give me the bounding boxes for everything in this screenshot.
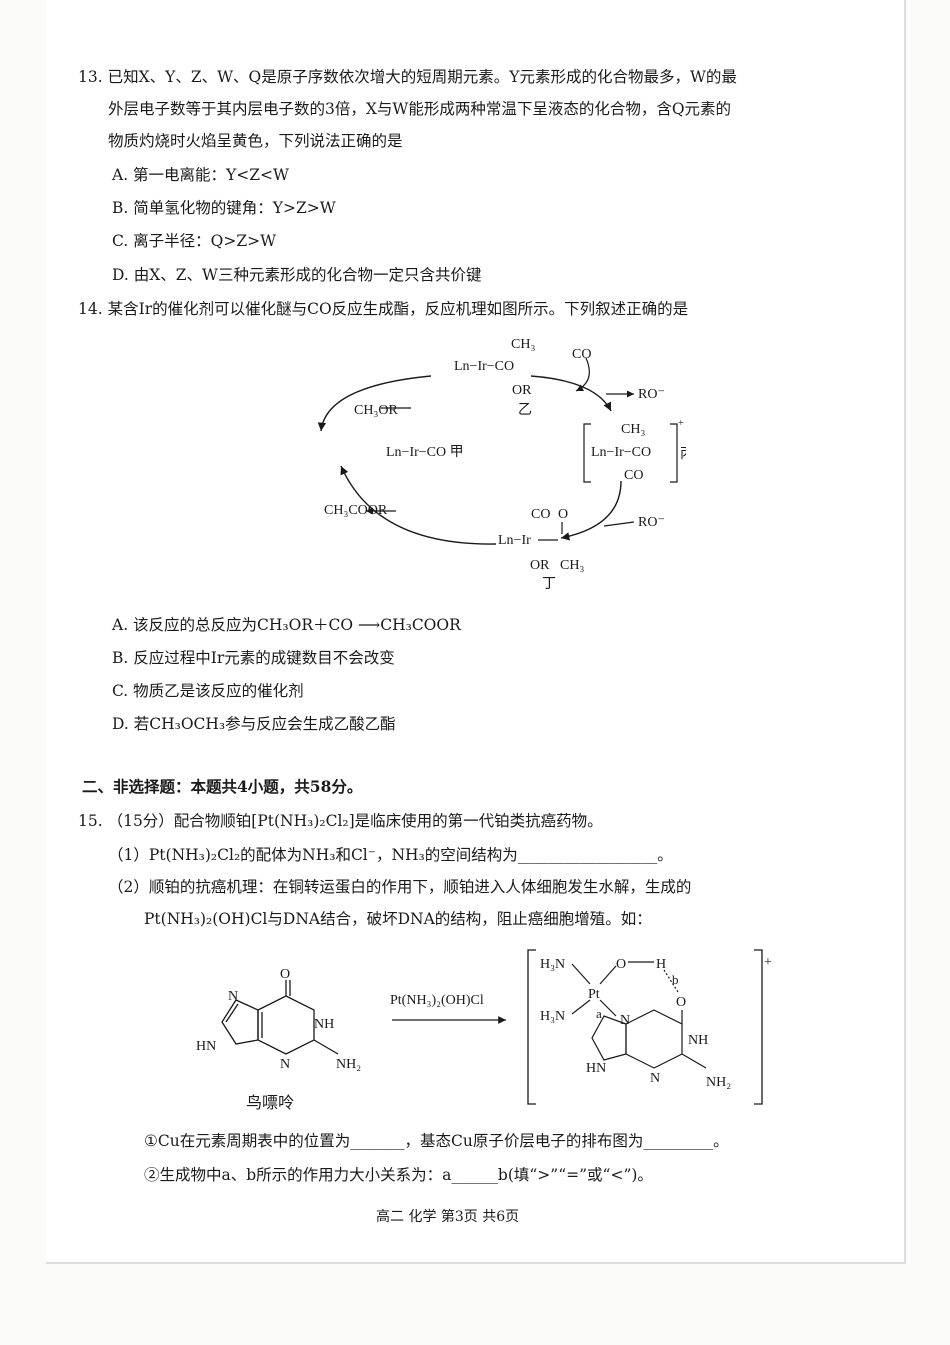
pt-atom: Pt (588, 987, 600, 1002)
section-heading: 二、非选择题：本题共4小题，共58分。 (82, 777, 363, 796)
ding-or: OR (530, 558, 550, 573)
arc-bing-to-ding (560, 480, 622, 541)
ro-out-label: RO⁻ (638, 387, 665, 402)
q13-stem-line3: 物质灼烧时火焰呈黄色，下列说法正确的是 (108, 132, 403, 150)
yi-main: Ln−Ir−CO (454, 359, 514, 374)
product-structure (571, 961, 707, 1069)
q15-part2-line2: Pt(NH₃)₂(OH)Cl与DNA结合，破坏DNA的结构，阻止癌细胞增殖。如： (144, 910, 652, 928)
bing-co: CO (624, 468, 643, 483)
ch3or-in-label: CH₃OR (354, 403, 398, 418)
label-b: b (672, 972, 679, 987)
q14-option-c: C. 物质乙是该反应的催化剂 (112, 682, 304, 700)
svg-text:NH: NH (688, 1033, 708, 1048)
ding-ch3: CH₃ (560, 558, 584, 573)
bing-label: 丙 (680, 447, 686, 462)
ding-label: 丁 (542, 577, 556, 592)
q15-stem: 15. （15分）配合物顺铂[Pt(NH₃)₂Cl₂]是临床使用的第一代铂类抗癌… (78, 812, 603, 830)
svg-text:+: + (764, 955, 772, 970)
q13-option-a: A. 第一电离能：Y<Z<W (112, 166, 289, 184)
co-in-label: CO (572, 347, 591, 362)
yi-or: OR (512, 383, 532, 398)
q13-stem-line1: 13. 已知X、Y、Z、W、Q是原子序数依次增大的短周期元素。Y元素形成的化合物… (78, 68, 737, 86)
bing-ch3: CH₃ (621, 422, 645, 437)
svg-text:NH₂: NH₂ (336, 1057, 361, 1072)
ch3coor-out-label: CH₃COOR (324, 503, 388, 518)
guanine-structure (221, 980, 339, 1055)
guanine-o: O (280, 967, 290, 982)
arc-jia-to-yi (317, 375, 432, 432)
ding-main: Ln−Ir (498, 533, 531, 548)
q14-option-b: B. 反应过程中Ir元素的成键数目不会改变 (112, 649, 395, 667)
q14-option-a: A. 该反应的总反应为CH₃OR＋CO ⟶CH₃COOR (112, 616, 461, 634)
ding-o: O (558, 507, 568, 522)
q13-stem-line2: 外层电子数等于其内层电子数的3倍，X与W能形成两种常温下呈液态的化合物，含Q元素… (108, 100, 732, 118)
q13-option-b: B. 简单氢化物的键角：Y>Z>W (112, 199, 336, 217)
q13-option-c: C. 离子半径：Q>Z>W (112, 232, 277, 250)
svg-text:O: O (616, 957, 626, 972)
q15-part1: （1）Pt(NH₃)₂Cl₂的配体为NH₃和Cl⁻，NH₃的空间结构为_____… (108, 846, 673, 864)
guanine-reaction-diagram: O N NH HN N NH₂ 鸟嘌呤 Pt(NH₃)₂(OH)Cl + H₃N… (196, 949, 772, 1112)
catalytic-cycle-diagram: CH₃ Ln−Ir−CO OR 乙 CO RO⁻ CH₃ Ln−Ir−CO CO… (317, 337, 686, 592)
svg-text:NH: NH (314, 1017, 334, 1032)
yi-ch3: CH₃ (511, 337, 535, 352)
q13-option-d: D. 由X、Z、W三种元素形成的化合物一定只含共价键 (112, 266, 482, 284)
bing-charge: + (678, 418, 684, 429)
jia-catalyst: Ln−Ir−CO 甲 (386, 445, 464, 460)
q14-stem: 14. 某含Ir的催化剂可以催化醚与CO反应生成酯，反应机理如图所示。下列叙述正… (78, 300, 689, 318)
exam-page: 13. 已知X、Y、Z、W、Q是原子序数依次增大的短周期元素。Y元素形成的化合物… (46, 0, 906, 1264)
svg-text:HN: HN (586, 1061, 606, 1076)
bing-main: Ln−Ir−CO (591, 445, 651, 460)
q15-sub1: ①Cu在元素周期表中的位置为_______，基态Cu原子价层电子的排布图为___… (144, 1132, 729, 1150)
svg-text:N: N (228, 989, 238, 1004)
svg-text:H: H (656, 957, 666, 972)
yi-label: 乙 (518, 402, 532, 418)
svg-text:N: N (650, 1071, 660, 1086)
page-footer: 高二 化学 第3页 共6页 (376, 1209, 520, 1225)
arc-yi-to-bing (530, 375, 612, 412)
q15-part2-line1: （2）顺铂的抗癌机理：在铜转运蛋白的作用下，顺铂进入人体细胞发生水解，生成的 (108, 878, 692, 896)
svg-text:N: N (280, 1057, 290, 1072)
svg-text:N: N (620, 1013, 630, 1028)
svg-text:O: O (676, 995, 686, 1010)
reagent-label: Pt(NH₃)₂(OH)Cl (390, 993, 484, 1008)
label-a: a (596, 1006, 602, 1021)
ro-in-label: RO⁻ (638, 515, 665, 530)
q14-option-d: D. 若CH₃OCH₃参与反应会生成乙酸乙酯 (112, 715, 396, 733)
ding-co: CO (531, 507, 550, 522)
guanine-name: 鸟嘌呤 (246, 1094, 294, 1112)
svg-text:HN: HN (196, 1039, 216, 1054)
svg-text:H₃N: H₃N (540, 1009, 565, 1024)
svg-text:NH₂: NH₂ (706, 1075, 731, 1090)
q15-sub2: ②生成物中a、b所示的作用力大小关系为：a______b(填“>”“=”或“<”… (144, 1166, 653, 1184)
svg-text:H₃N: H₃N (540, 957, 565, 972)
arc-ding-to-jia (340, 465, 497, 545)
